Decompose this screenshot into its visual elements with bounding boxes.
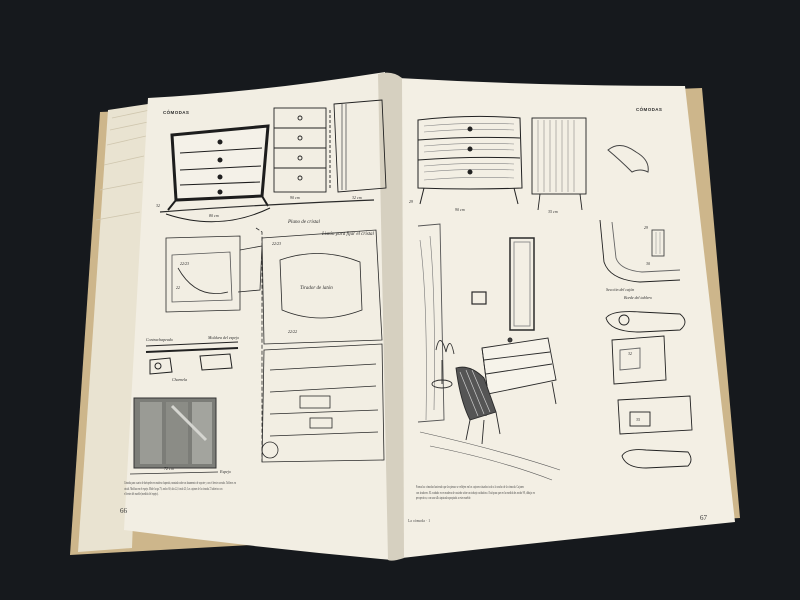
left-dim-label-2: 90 cm	[290, 195, 300, 200]
right-detail-drawings	[599, 219, 693, 469]
left-number-4: 32	[156, 203, 160, 208]
right-caption-line: Forma las cómodas haciendo que las pieza…	[416, 485, 525, 489]
left-number-2: 22/23	[180, 261, 190, 266]
left-dresser-drawing	[165, 124, 271, 223]
left-dim-label-3: 32 cm	[352, 195, 362, 200]
right-caption-line: con tiradores. El acabado es en madera d…	[416, 490, 535, 495]
left-caption: Cómoda para cuarto de huéspedes en mader…	[124, 481, 386, 497]
callout-liston: Listón para fijar el cristal	[322, 232, 374, 237]
right-dim-label-1: 90 cm	[455, 207, 465, 212]
right-room-illustration	[417, 223, 561, 481]
right-number-1: 29	[644, 225, 648, 230]
right-footer-left: La cómoda · 1	[408, 519, 431, 523]
callout-seccion-cajon: Sección del cajón	[606, 287, 635, 292]
left-number-3: 22/22	[288, 329, 298, 334]
callout-moldura: Moldura del espejo	[208, 335, 240, 340]
callout-charnela: Charnela	[172, 377, 188, 382]
left-dim-label-4: 72 cm	[164, 466, 174, 471]
left-plan-drawing	[159, 199, 385, 463]
callout-tirador: Tirador de latón	[300, 286, 333, 291]
right-caption: Forma las cómodas haciendo que las pieza…	[416, 485, 716, 501]
callout-borde-tablero: Borde del tablero	[624, 295, 652, 300]
left-page-number: 66	[120, 507, 127, 515]
right-number-4: 35	[636, 417, 640, 422]
left-molding-details	[145, 341, 239, 375]
left-mirror-panels	[129, 397, 219, 475]
right-page-header: CÓMODAS	[636, 107, 663, 112]
left-number-1: 22/23	[272, 241, 282, 246]
callout-espejo: Espejo	[220, 469, 231, 474]
callout-contrachapeado: Contrachapeado	[146, 337, 173, 342]
left-caption-line: Cómoda para cuarto de huéspedes en mader…	[124, 481, 236, 485]
right-dresser-front	[417, 115, 523, 205]
left-page-header: CÓMODAS	[163, 110, 190, 115]
gutter-shadow	[378, 72, 404, 561]
left-dim-label-1: 80 cm	[209, 213, 219, 218]
left-caption-line: el frente del mueble (medida del espejo)…	[124, 492, 159, 497]
right-number-2: 32	[628, 351, 632, 356]
right-dim-label-2: 35 cm	[548, 209, 558, 214]
callout-plano-cristal: Plano de cristal	[288, 220, 320, 225]
right-caption-line: perspectiva, con una silla tapizada apro…	[416, 496, 471, 501]
right-number-3: 30	[646, 261, 650, 266]
right-page-number: 67	[700, 514, 707, 522]
left-caption-line: cristal. Moldura en el espejo. Mide: lar…	[124, 486, 223, 491]
right-dim-label-3: 29	[409, 199, 413, 204]
left-number-5: 22	[176, 285, 180, 290]
right-dresser-side	[531, 117, 587, 211]
left-dresser-side-views	[273, 99, 387, 193]
right-knob-detail	[607, 145, 649, 173]
